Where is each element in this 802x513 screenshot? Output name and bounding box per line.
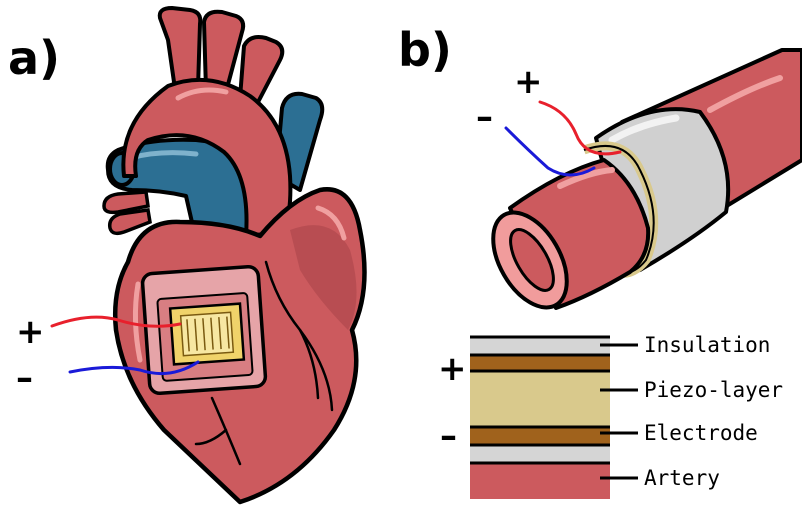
panel-b-label: b) <box>398 23 452 77</box>
insulation-label: Insulation <box>644 333 770 357</box>
electrode-label: Electrode <box>644 421 758 445</box>
piezo-layer-label: Piezo-layer <box>644 378 783 402</box>
layer-insulation-4 <box>470 445 610 463</box>
panel-a-label: a) <box>8 31 60 85</box>
interdigitated-electrode <box>181 312 234 355</box>
layer-electrode-1 <box>470 355 610 371</box>
stack-minus-sign: – <box>440 416 457 456</box>
pulmonary-vessels <box>104 192 150 233</box>
artery-label: Artery <box>644 466 720 490</box>
layer-artery-5 <box>470 463 610 499</box>
layer-insulation-0 <box>470 337 610 355</box>
heart-minus-sign: – <box>16 358 33 398</box>
layer-piezo-layer-2 <box>470 371 610 427</box>
layer-electrode-3 <box>470 427 610 445</box>
layer-stack <box>470 337 610 499</box>
heart-illustration <box>52 8 365 502</box>
stack-plus-sign: + <box>438 349 467 389</box>
heart-plus-sign: + <box>16 312 45 352</box>
cuff-plus-sign: + <box>514 62 543 102</box>
cuff-minus-sign: – <box>476 97 493 137</box>
